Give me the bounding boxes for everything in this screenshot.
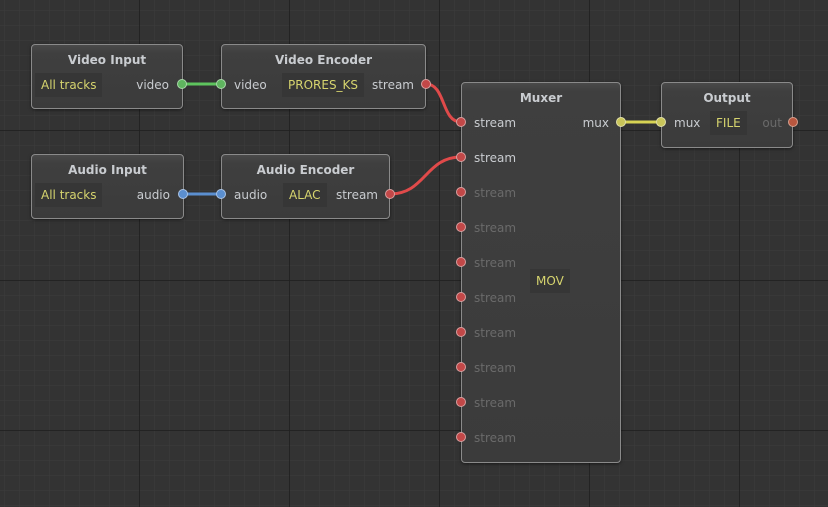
port-audio-stream-out[interactable] bbox=[385, 189, 395, 199]
port-label-stream-in: stream bbox=[474, 431, 517, 445]
port-label-stream-out: stream bbox=[371, 78, 414, 92]
port-label-video-out: video bbox=[136, 78, 169, 92]
port-muxer-stream-in-6[interactable] bbox=[456, 292, 466, 302]
node-title: Muxer bbox=[519, 91, 563, 105]
port-muxer-stream-in-2[interactable] bbox=[456, 152, 466, 162]
param-container[interactable]: MOV bbox=[530, 269, 570, 293]
node-audio-input[interactable]: Audio Input All tracks audio bbox=[31, 154, 184, 219]
port-muxer-stream-in-3[interactable] bbox=[456, 187, 466, 197]
port-label-stream-in: stream bbox=[474, 291, 517, 305]
port-muxer-stream-in-9[interactable] bbox=[456, 397, 466, 407]
param-output-type[interactable]: FILE bbox=[710, 111, 747, 135]
node-video-encoder[interactable]: Video Encoder video PRORES_KS stream bbox=[221, 44, 426, 109]
node-title: Audio Input bbox=[68, 163, 147, 177]
port-label-stream-in: stream bbox=[474, 326, 517, 340]
port-label-video-in: video bbox=[234, 78, 267, 92]
port-output-mux-in[interactable] bbox=[656, 117, 666, 127]
port-label-stream-in: stream bbox=[474, 361, 517, 375]
port-video-in[interactable] bbox=[216, 79, 226, 89]
port-label-out: out bbox=[762, 116, 782, 130]
param-tracks[interactable]: All tracks bbox=[35, 183, 103, 207]
param-codec[interactable]: ALAC bbox=[283, 183, 327, 207]
port-muxer-stream-in-8[interactable] bbox=[456, 362, 466, 372]
node-video-input[interactable]: Video Input All tracks video bbox=[31, 44, 183, 109]
port-label-stream-out: stream bbox=[335, 188, 378, 202]
node-title: Audio Encoder bbox=[256, 163, 355, 177]
port-video-out[interactable] bbox=[177, 79, 187, 89]
port-muxer-stream-in-4[interactable] bbox=[456, 222, 466, 232]
link-stream[interactable] bbox=[389, 155, 462, 196]
port-label-audio-in: audio bbox=[234, 188, 268, 202]
node-output[interactable]: Output mux FILE out bbox=[661, 82, 793, 148]
node-title: Video Input bbox=[67, 53, 147, 67]
param-tracks[interactable]: All tracks bbox=[35, 73, 103, 97]
node-audio-encoder[interactable]: Audio Encoder audio ALAC stream bbox=[221, 154, 390, 219]
port-muxer-stream-in-7[interactable] bbox=[456, 327, 466, 337]
port-muxer-stream-in-5[interactable] bbox=[456, 257, 466, 267]
port-label-stream-in: stream bbox=[474, 116, 517, 130]
port-label-stream-in: stream bbox=[474, 256, 517, 270]
node-title: Video Encoder bbox=[274, 53, 373, 67]
port-label-mux-out: mux bbox=[582, 116, 609, 130]
port-muxer-stream-in-10[interactable] bbox=[456, 432, 466, 442]
port-label-stream-in: stream bbox=[474, 186, 517, 200]
port-video-stream-out[interactable] bbox=[421, 79, 431, 89]
port-audio-in[interactable] bbox=[216, 189, 226, 199]
port-label-stream-in: stream bbox=[474, 151, 517, 165]
node-muxer[interactable]: Muxer mux MOV stream stream stream stream st… bbox=[461, 82, 621, 463]
port-label-stream-in: stream bbox=[474, 396, 517, 410]
port-output-out[interactable] bbox=[788, 117, 798, 127]
port-mux-out[interactable] bbox=[616, 117, 626, 127]
port-label-stream-in: stream bbox=[474, 221, 517, 235]
port-label-audio-out: audio bbox=[136, 188, 170, 202]
node-title: Output bbox=[703, 91, 751, 105]
port-audio-out[interactable] bbox=[178, 189, 188, 199]
port-label-mux-in: mux bbox=[674, 116, 701, 130]
param-codec[interactable]: PRORES_KS bbox=[282, 73, 365, 97]
port-muxer-stream-in-1[interactable] bbox=[456, 117, 466, 127]
